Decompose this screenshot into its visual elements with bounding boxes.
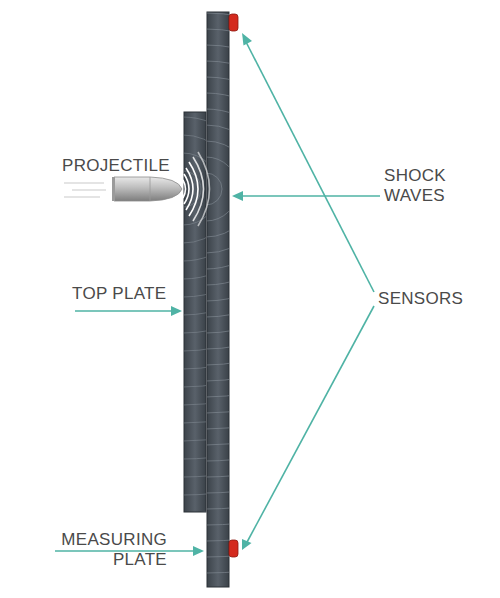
sensors-label: SENSORS: [378, 289, 463, 309]
wave-texture: [207, 12, 229, 587]
measuring-plate-label: MEASURING PLATE: [45, 530, 167, 570]
sensor: [229, 540, 238, 557]
top-plate-label: TOP PLATE: [72, 284, 166, 304]
leader-lines: [55, 40, 380, 551]
projectile-label: PROJECTILE: [62, 156, 170, 176]
top-plate: [184, 112, 206, 512]
projectile: [112, 177, 182, 201]
arrowheads: [171, 33, 252, 556]
shock-waves-label: SHOCK WAVES: [384, 166, 458, 206]
wave-texture: [184, 112, 206, 512]
shock-waves: [183, 152, 210, 226]
speed-lines: [64, 183, 106, 197]
sensor: [229, 14, 238, 31]
